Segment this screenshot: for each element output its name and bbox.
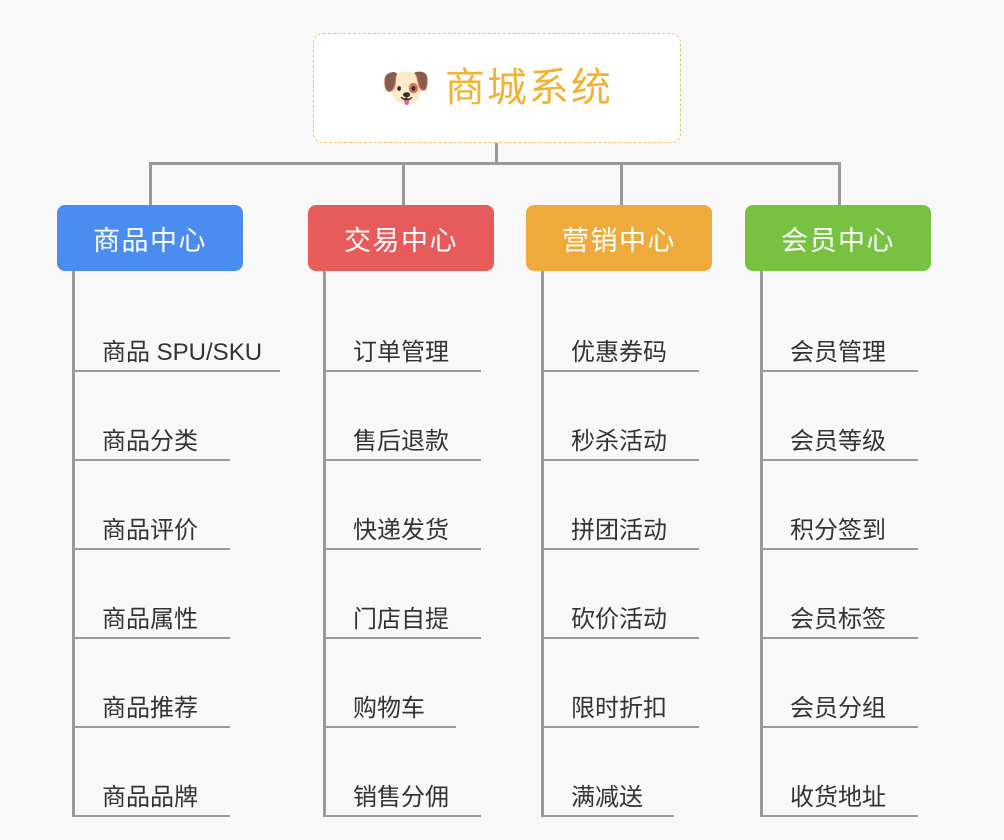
leaf-item[interactable]: 商品推荐	[75, 639, 247, 728]
leaf-list-3: 优惠券码秒杀活动拼团活动砍价活动限时折扣满减送	[541, 271, 716, 817]
leaf-item-underline	[75, 370, 280, 372]
leaf-item-underline	[763, 370, 918, 372]
connector-branch-4	[838, 162, 841, 208]
leaf-item-underline	[763, 548, 918, 550]
category-header-3[interactable]: 营销中心	[526, 205, 712, 271]
leaf-item[interactable]: 销售分佣	[326, 728, 498, 817]
leaf-item-underline	[326, 726, 456, 728]
leaf-item-underline	[75, 815, 230, 817]
leaf-item-underline	[75, 637, 230, 639]
leaf-item[interactable]: 限时折扣	[544, 639, 716, 728]
leaf-item[interactable]: 门店自提	[326, 550, 498, 639]
category-header-1[interactable]: 商品中心	[57, 205, 243, 271]
root-title: 商城系统	[444, 66, 613, 110]
leaf-item-label: 商品 SPU/SKU	[102, 338, 263, 366]
category-column-3: 营销中心优惠券码秒杀活动拼团活动砍价活动限时折扣满减送	[526, 205, 716, 817]
category-header-label: 商品中心	[93, 225, 207, 256]
leaf-item-label: 商品品牌	[102, 783, 198, 811]
leaf-item-underline	[326, 637, 481, 639]
leaf-item-underline	[544, 815, 674, 817]
category-column-4: 会员中心会员管理会员等级积分签到会员标签会员分组收货地址	[745, 205, 935, 817]
leaf-item-label: 商品分类	[102, 427, 198, 455]
leaf-item-label: 满减送	[571, 783, 643, 811]
leaf-item-underline	[544, 459, 699, 461]
leaf-item-underline	[763, 726, 918, 728]
leaf-item-underline	[326, 815, 481, 817]
connector-branch-3	[620, 162, 623, 208]
leaf-item-label: 会员等级	[790, 427, 886, 455]
category-header-4[interactable]: 会员中心	[745, 205, 931, 271]
category-header-2[interactable]: 交易中心	[308, 205, 494, 271]
leaf-item-label: 商品属性	[102, 605, 198, 633]
leaf-item-underline	[326, 548, 481, 550]
leaf-item-label: 砍价活动	[571, 605, 667, 633]
leaf-item-underline	[544, 726, 699, 728]
leaf-item[interactable]: 快递发货	[326, 461, 498, 550]
leaf-item[interactable]: 优惠券码	[544, 283, 716, 372]
leaf-item[interactable]: 购物车	[326, 639, 498, 728]
leaf-item-label: 会员分组	[790, 694, 886, 722]
connector-root-stem	[495, 143, 498, 165]
leaf-item[interactable]: 售后退款	[326, 372, 498, 461]
category-header-label: 会员中心	[781, 225, 895, 256]
leaf-item-label: 商品推荐	[102, 694, 198, 722]
leaf-item-underline	[763, 815, 918, 817]
leaf-item-underline	[75, 548, 230, 550]
leaf-item-label: 优惠券码	[571, 338, 667, 366]
leaf-item[interactable]: 砍价活动	[544, 550, 716, 639]
leaf-item[interactable]: 商品 SPU/SKU	[75, 283, 280, 372]
category-header-label: 营销中心	[562, 225, 676, 256]
leaf-item[interactable]: 订单管理	[326, 283, 498, 372]
leaf-item[interactable]: 会员等级	[763, 372, 935, 461]
leaf-item-label: 门店自提	[353, 605, 449, 633]
leaf-item-label: 会员管理	[790, 338, 886, 366]
leaf-item-label: 拼团活动	[571, 516, 667, 544]
leaf-item-label: 售后退款	[353, 427, 449, 455]
leaf-item-label: 购物车	[353, 694, 425, 722]
leaf-item[interactable]: 商品属性	[75, 550, 247, 639]
leaf-item[interactable]: 秒杀活动	[544, 372, 716, 461]
leaf-item-label: 订单管理	[353, 338, 449, 366]
leaf-item[interactable]: 商品品牌	[75, 728, 247, 817]
leaf-item[interactable]: 商品分类	[75, 372, 247, 461]
leaf-item-label: 积分签到	[790, 516, 886, 544]
shiba-dog-face-icon: 🐶	[381, 66, 431, 110]
leaf-item-label: 快递发货	[353, 516, 449, 544]
leaf-item[interactable]: 会员分组	[763, 639, 935, 728]
leaf-item[interactable]: 拼团活动	[544, 461, 716, 550]
category-column-1: 商品中心商品 SPU/SKU 商品分类商品评价商品属性商品推荐商品品牌	[57, 205, 280, 817]
category-header-label: 交易中心	[344, 225, 458, 256]
leaf-item[interactable]: 会员标签	[763, 550, 935, 639]
category-column-2: 交易中心订单管理售后退款快递发货门店自提购物车销售分佣	[308, 205, 498, 817]
leaf-item-underline	[75, 726, 230, 728]
leaf-item[interactable]: 满减送	[544, 728, 716, 817]
root-node[interactable]: 🐶 商城系统	[313, 33, 681, 143]
leaf-list-4: 会员管理会员等级积分签到会员标签会员分组收货地址	[760, 271, 935, 817]
leaf-item[interactable]: 收货地址	[763, 728, 935, 817]
leaf-item-underline	[326, 370, 481, 372]
leaf-item-label: 限时折扣	[571, 694, 667, 722]
connector-branch-1	[149, 162, 152, 208]
leaf-item-underline	[544, 370, 699, 372]
leaf-item-underline	[75, 459, 230, 461]
connector-branch-2	[402, 162, 405, 208]
leaf-item-underline	[763, 637, 918, 639]
leaf-item-label: 秒杀活动	[571, 427, 667, 455]
leaf-list-2: 订单管理售后退款快递发货门店自提购物车销售分佣	[323, 271, 498, 817]
leaf-item-underline	[544, 548, 699, 550]
leaf-item-label: 销售分佣	[353, 783, 449, 811]
leaf-item[interactable]: 积分签到	[763, 461, 935, 550]
leaf-item[interactable]: 会员管理	[763, 283, 935, 372]
leaf-item-label: 会员标签	[790, 605, 886, 633]
leaf-item-underline	[326, 459, 481, 461]
leaf-item[interactable]: 商品评价	[75, 461, 247, 550]
leaf-item-underline	[544, 637, 699, 639]
leaf-item-label: 收货地址	[790, 783, 886, 811]
connector-trunk	[149, 162, 839, 165]
leaf-item-underline	[763, 459, 918, 461]
leaf-list-1: 商品 SPU/SKU 商品分类商品评价商品属性商品推荐商品品牌	[72, 271, 280, 817]
leaf-item-label: 商品评价	[102, 516, 198, 544]
